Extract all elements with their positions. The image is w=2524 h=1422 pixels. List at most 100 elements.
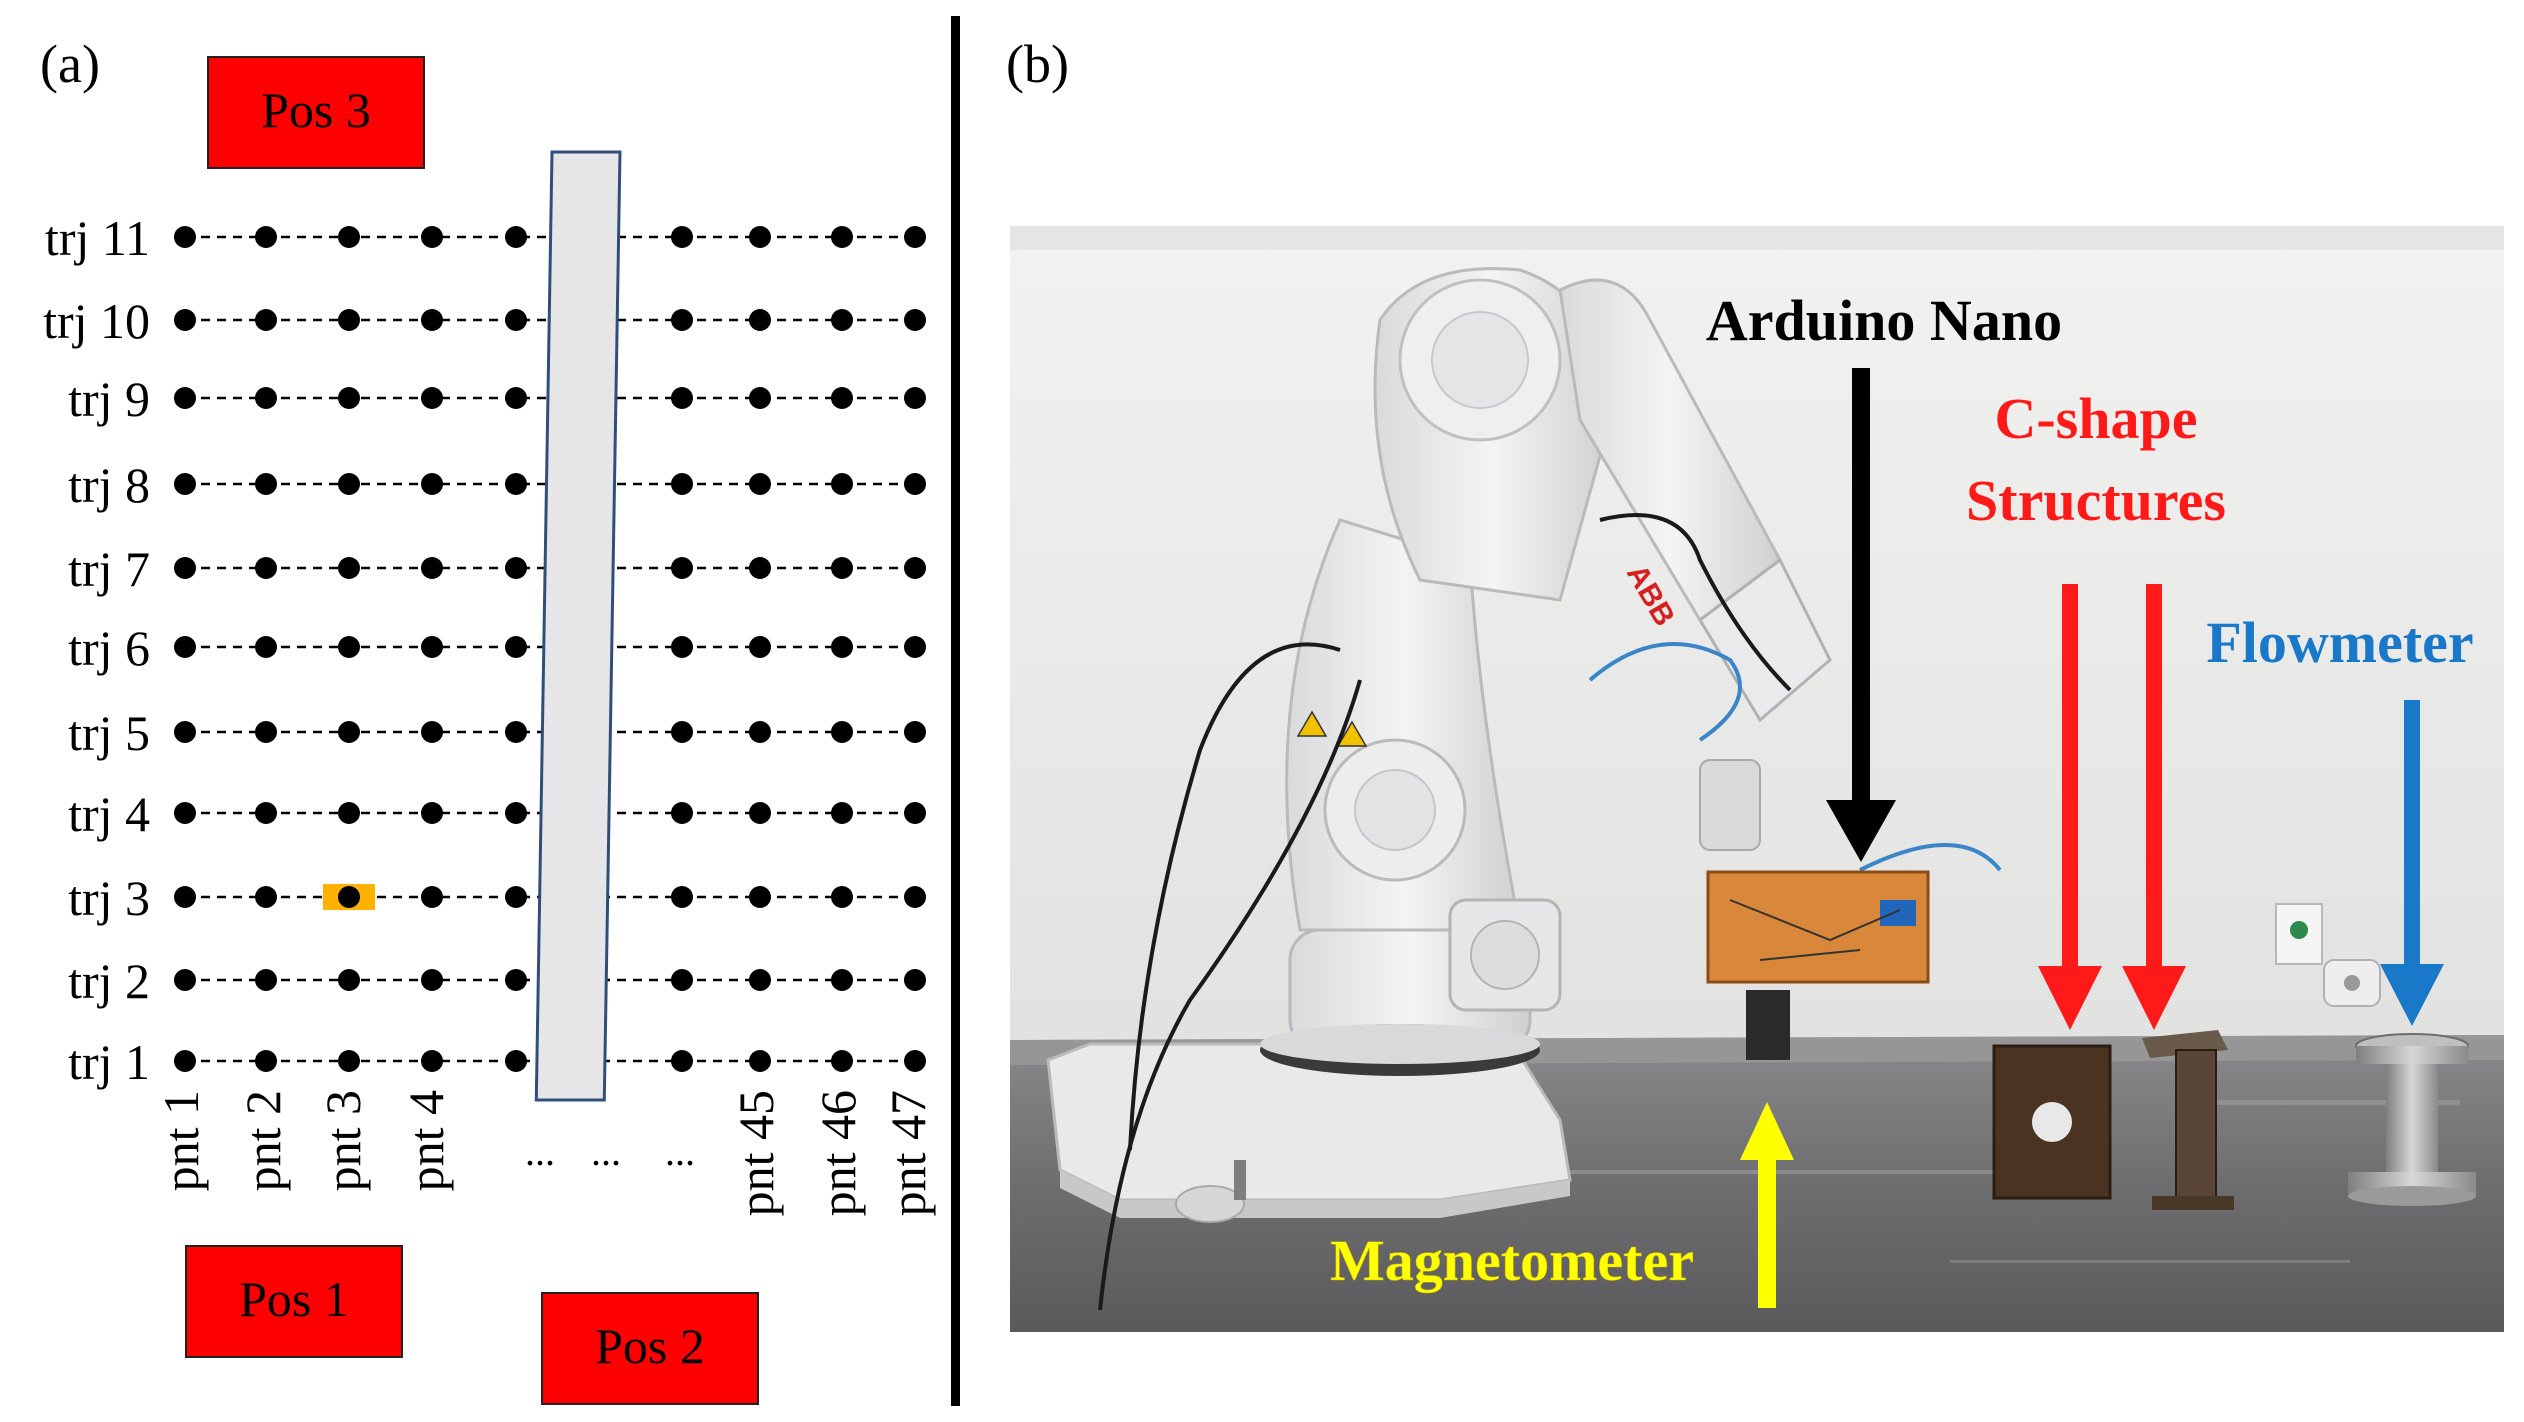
grid-point xyxy=(671,721,693,743)
grid-point xyxy=(338,387,360,409)
grid-point xyxy=(421,1050,443,1072)
grid-point xyxy=(671,969,693,991)
grid-point xyxy=(831,969,853,991)
panel-b-label: (b) xyxy=(1006,34,1069,94)
grid-point xyxy=(904,473,926,495)
grid-point xyxy=(338,557,360,579)
ellipsis-labels: ......... xyxy=(525,1129,695,1174)
ellipsis-label: ... xyxy=(525,1129,555,1174)
trajectory-label: trj 3 xyxy=(68,870,150,926)
grid-point xyxy=(505,473,527,495)
grid-point xyxy=(831,1050,853,1072)
grid-point xyxy=(338,636,360,658)
point-label: pnt 47 xyxy=(880,1090,936,1216)
grid-point xyxy=(505,1050,527,1072)
grid-point xyxy=(421,886,443,908)
grid-point xyxy=(338,226,360,248)
ellipsis-label: ... xyxy=(591,1129,621,1174)
grid-point xyxy=(831,226,853,248)
point-label: pnt 4 xyxy=(398,1090,454,1191)
panel-divider xyxy=(951,16,960,1406)
grid-points xyxy=(174,226,926,1072)
flowmeter-arrow xyxy=(2380,700,2444,1026)
grid-point xyxy=(255,309,277,331)
grid-point xyxy=(749,636,771,658)
pos1-label: Pos 1 xyxy=(239,1271,349,1327)
flowmeter-device xyxy=(2348,1033,2476,1206)
pos1-box: Pos 1 xyxy=(185,1245,403,1358)
grid-point xyxy=(749,969,771,991)
grid-point xyxy=(749,557,771,579)
grid-point xyxy=(505,387,527,409)
grid-point xyxy=(255,557,277,579)
cshape-label-line2: Structures xyxy=(1966,468,2226,533)
grid-point xyxy=(174,636,196,658)
grid-point xyxy=(831,886,853,908)
grid-point xyxy=(505,226,527,248)
cshape-label-line1: C-shape xyxy=(1994,386,2197,451)
c-shape-structure-1 xyxy=(1992,1044,2112,1200)
grid-point xyxy=(255,886,277,908)
grid-point xyxy=(749,387,771,409)
grid-point xyxy=(421,387,443,409)
grid-point xyxy=(174,969,196,991)
grid-point xyxy=(174,387,196,409)
grid-point xyxy=(421,636,443,658)
trajectory-label: trj 9 xyxy=(68,371,150,427)
wall-socket xyxy=(2275,903,2381,1007)
grid-point xyxy=(174,309,196,331)
grid-point xyxy=(338,886,360,908)
grid-point xyxy=(505,886,527,908)
trajectory-label: trj 2 xyxy=(68,953,150,1009)
grid-point xyxy=(671,226,693,248)
arduino-nano-label: Arduino Nano xyxy=(1706,288,2062,353)
point-label: pnt 2 xyxy=(235,1090,291,1191)
grid-point xyxy=(421,721,443,743)
grid-point xyxy=(904,802,926,824)
grid-point xyxy=(505,721,527,743)
grid-point xyxy=(749,1050,771,1072)
panel-b: (b) xyxy=(1006,34,2504,1332)
grid-point xyxy=(831,802,853,824)
grid-point xyxy=(831,309,853,331)
grid-point xyxy=(338,969,360,991)
grid-point xyxy=(671,473,693,495)
c-shape-structure-2 xyxy=(2142,1030,2234,1210)
grid-point xyxy=(174,1050,196,1072)
grid-point xyxy=(255,969,277,991)
trajectory-label: trj 6 xyxy=(68,620,150,676)
cshape-arrow-1 xyxy=(2038,584,2102,1030)
grid-point xyxy=(255,1050,277,1072)
grid-point xyxy=(174,557,196,579)
grid-point xyxy=(255,387,277,409)
grid-point xyxy=(338,309,360,331)
grid-point xyxy=(831,557,853,579)
trajectory-label: trj 5 xyxy=(68,705,150,761)
panel-a-label: (a) xyxy=(40,34,100,94)
grid-point xyxy=(338,802,360,824)
grid-point xyxy=(749,473,771,495)
grid-point xyxy=(904,886,926,908)
grid-point xyxy=(421,802,443,824)
grid-point xyxy=(904,309,926,331)
arduino-arrow xyxy=(1826,368,1896,862)
trajectory-label: trj 1 xyxy=(68,1034,150,1090)
grid-point xyxy=(904,969,926,991)
trajectory-label: trj 7 xyxy=(68,541,150,597)
point-label: pnt 3 xyxy=(315,1090,371,1191)
grid-lines xyxy=(185,235,915,1063)
grid-point xyxy=(174,886,196,908)
grid-point xyxy=(255,721,277,743)
grid-point xyxy=(904,721,926,743)
grid-point xyxy=(904,1050,926,1072)
grid-point xyxy=(421,969,443,991)
magnetometer-label: Magnetometer xyxy=(1330,1228,1694,1293)
grid-point xyxy=(255,802,277,824)
grid-point xyxy=(749,309,771,331)
grid-point xyxy=(505,636,527,658)
grid-point xyxy=(421,226,443,248)
robot-photo: ABB xyxy=(1010,226,2504,1332)
